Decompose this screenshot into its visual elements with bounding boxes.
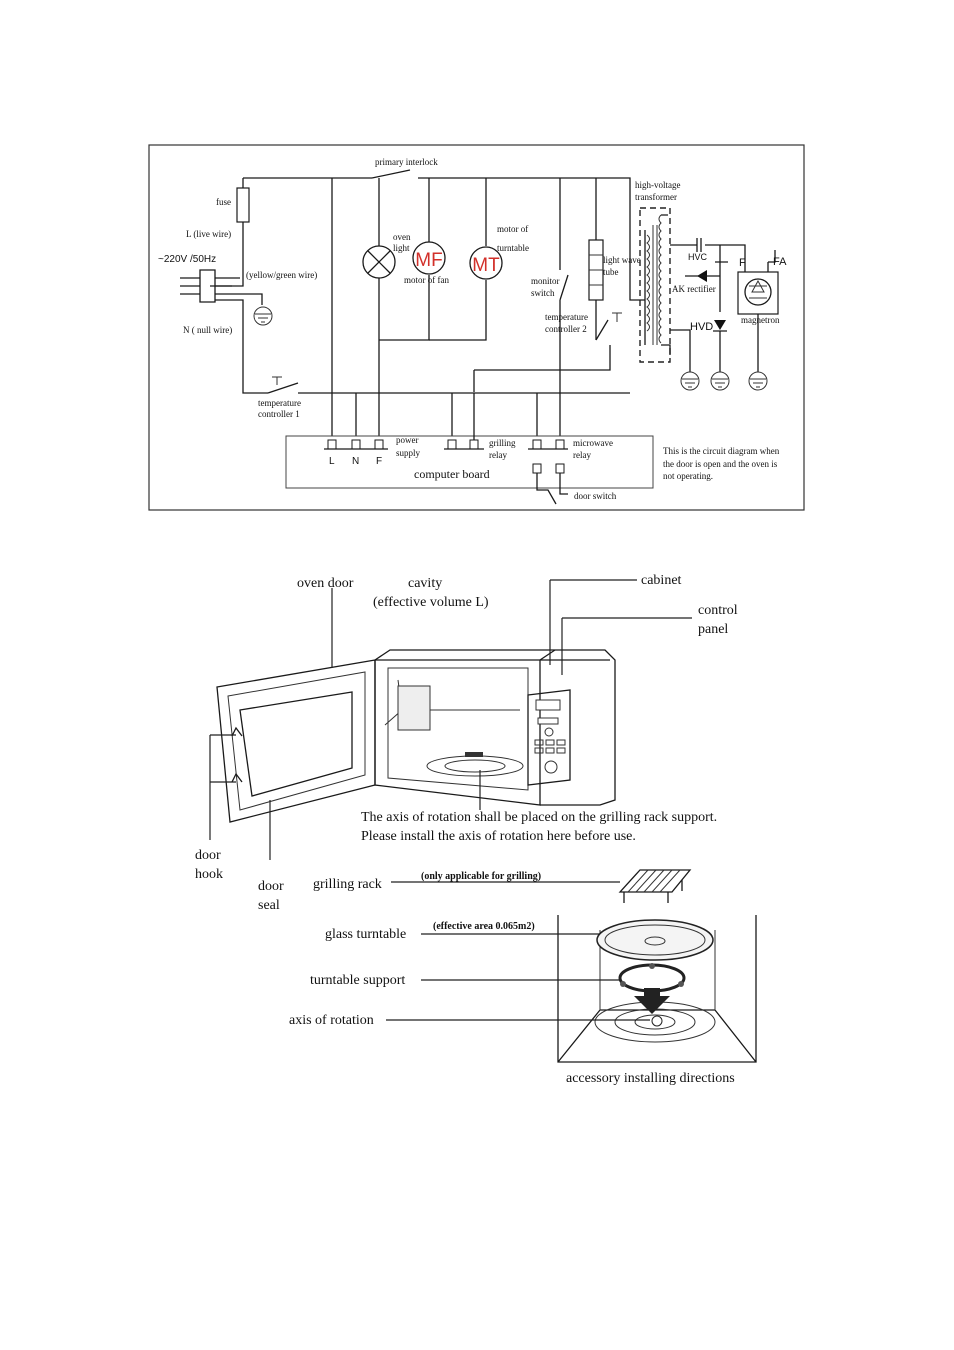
hv-capacitor xyxy=(696,238,702,252)
ground-symbol-plug xyxy=(253,306,273,326)
axis-note-line-2: Please install the axis of rotation here… xyxy=(361,829,636,844)
door-switch xyxy=(536,473,568,505)
hv-transformer-label-a: high-voltage xyxy=(635,180,681,190)
terminal-L: L xyxy=(329,456,335,467)
terminal-F: F xyxy=(376,456,382,467)
door-hook-label-a: door xyxy=(195,848,221,863)
circuit-diagram: primary interlock fuse L (live wire) ~22… xyxy=(148,144,805,511)
door-switch-label: door switch xyxy=(574,491,617,501)
power-supply-label-a: power xyxy=(396,435,419,445)
hv-transformer xyxy=(629,207,671,363)
board-terminals xyxy=(324,393,568,474)
power-plug xyxy=(180,269,232,303)
supply-label: ~220V /50Hz xyxy=(158,254,216,265)
temp-controller-2-label-a: temperature xyxy=(545,312,588,322)
motor-turntable-symbol xyxy=(469,246,503,280)
ground-wire-label: (yellow/green wire) xyxy=(246,270,317,280)
fuse-label: fuse xyxy=(216,197,231,207)
monitor-switch-label-b: switch xyxy=(531,288,555,298)
light-wave-tube-label-a: light wave xyxy=(603,255,641,265)
primary-interlock-switch xyxy=(371,169,411,179)
microwave-relay-label-a: microwave xyxy=(573,438,613,448)
motor-turntable-label-a: motor of xyxy=(497,224,528,234)
hvd-diode xyxy=(713,320,727,372)
temperature-controller-1 xyxy=(267,382,630,394)
oven-light-label-b: light xyxy=(393,243,410,253)
motor-fan-symbol xyxy=(412,241,446,275)
door-seal-label-a: door xyxy=(258,879,284,894)
glass-turntable-label: glass turntable xyxy=(325,927,406,942)
control-panel-label-a: control xyxy=(698,603,738,618)
circuit-note-line-3: not operating. xyxy=(663,471,713,481)
oven-door-label: oven door xyxy=(297,576,354,591)
hv-transformer-label-b: transformer xyxy=(635,192,677,202)
grilling-rack-label: grilling rack xyxy=(313,877,382,892)
glass-turntable-part xyxy=(596,919,714,961)
temp-controller-1-label-b: controller 1 xyxy=(258,409,300,419)
install-direction-arrow xyxy=(634,988,670,1014)
accessory-cavity xyxy=(557,915,757,1063)
fuse xyxy=(236,187,250,223)
computer-board-label: computer board xyxy=(414,467,490,481)
motor-turntable-MT: MT xyxy=(472,255,500,276)
grilling-rack-note: (only applicable for grilling) xyxy=(421,871,541,882)
circuit-frame xyxy=(148,144,805,511)
control-panel-illustration xyxy=(527,689,571,786)
ak-rectifier-label: AK rectifier xyxy=(672,284,716,294)
cavity-window xyxy=(397,685,431,731)
motor-fan-label: motor of fan xyxy=(404,275,449,285)
oven-light-label-a: oven xyxy=(393,232,411,242)
fa-terminal-label: FA xyxy=(773,256,787,268)
light-wave-tube xyxy=(588,239,604,301)
oven-cabinet xyxy=(374,649,616,806)
terminal-N: N xyxy=(352,456,359,467)
axis-of-rotation-part xyxy=(651,1015,663,1027)
ground-symbols xyxy=(680,371,768,391)
hvd-label: HVD xyxy=(690,321,713,333)
oven-illustration: oven door cavity (effective volume L) ca… xyxy=(195,573,738,913)
temp-controller-2-label-b: controller 2 xyxy=(545,324,587,334)
turntable-support-label: turntable support xyxy=(310,973,405,988)
magnetron-label: magnetron xyxy=(741,315,780,325)
cavity-label-b: (effective volume L) xyxy=(373,595,489,610)
magnetron xyxy=(737,250,779,372)
cabinet-label: cabinet xyxy=(641,573,682,588)
door-seal-label-b: seal xyxy=(258,898,280,913)
oven-light-lamp xyxy=(362,245,396,279)
hvc-label: HVC xyxy=(688,252,708,262)
grilling-relay-label-b: relay xyxy=(489,450,507,460)
grilling-rack-part xyxy=(618,869,692,903)
monitor-switch-label-a: monitor xyxy=(531,276,560,286)
light-wave-tube-label-b: tube xyxy=(603,267,619,277)
control-panel-label-b: panel xyxy=(698,622,728,637)
power-supply-label-b: supply xyxy=(396,448,421,458)
live-wire-label: L (live wire) xyxy=(186,229,231,239)
turntable-support-part xyxy=(618,963,686,993)
motor-fan-MF: MF xyxy=(415,250,442,271)
door-hook-label-b: hook xyxy=(195,867,223,882)
microwave-relay-label-b: relay xyxy=(573,450,591,460)
grilling-relay-label-a: grilling xyxy=(489,438,516,448)
accessory-caption: accessory installing directions xyxy=(566,1071,735,1086)
glass-turntable-note: (effective area 0.065m2) xyxy=(433,921,535,932)
accessory-diagram: grilling rack (only applicable for grill… xyxy=(289,869,757,1086)
oven-cavity xyxy=(387,667,529,791)
f-terminal-label: F xyxy=(739,257,746,269)
temperature-controller-2 xyxy=(595,319,609,341)
temp-controller-1-label-a: temperature xyxy=(258,398,301,408)
null-wire-label: N ( null wire) xyxy=(183,325,232,335)
primary-interlock-label: primary interlock xyxy=(375,157,438,167)
cavity-turntable xyxy=(426,755,524,777)
axis-of-rotation-label: axis of rotation xyxy=(289,1013,374,1028)
ak-rectifier xyxy=(685,270,720,282)
oven-door-illustration xyxy=(216,659,376,823)
motor-turntable-label-b: turntable xyxy=(497,243,529,253)
circuit-note-line-1: This is the circuit diagram when xyxy=(663,446,780,456)
axis-note-line-1: The axis of rotation shall be placed on … xyxy=(361,810,717,825)
cavity-label-a: cavity xyxy=(408,576,442,591)
circuit-note-line-2: the door is open and the oven is xyxy=(663,459,778,469)
